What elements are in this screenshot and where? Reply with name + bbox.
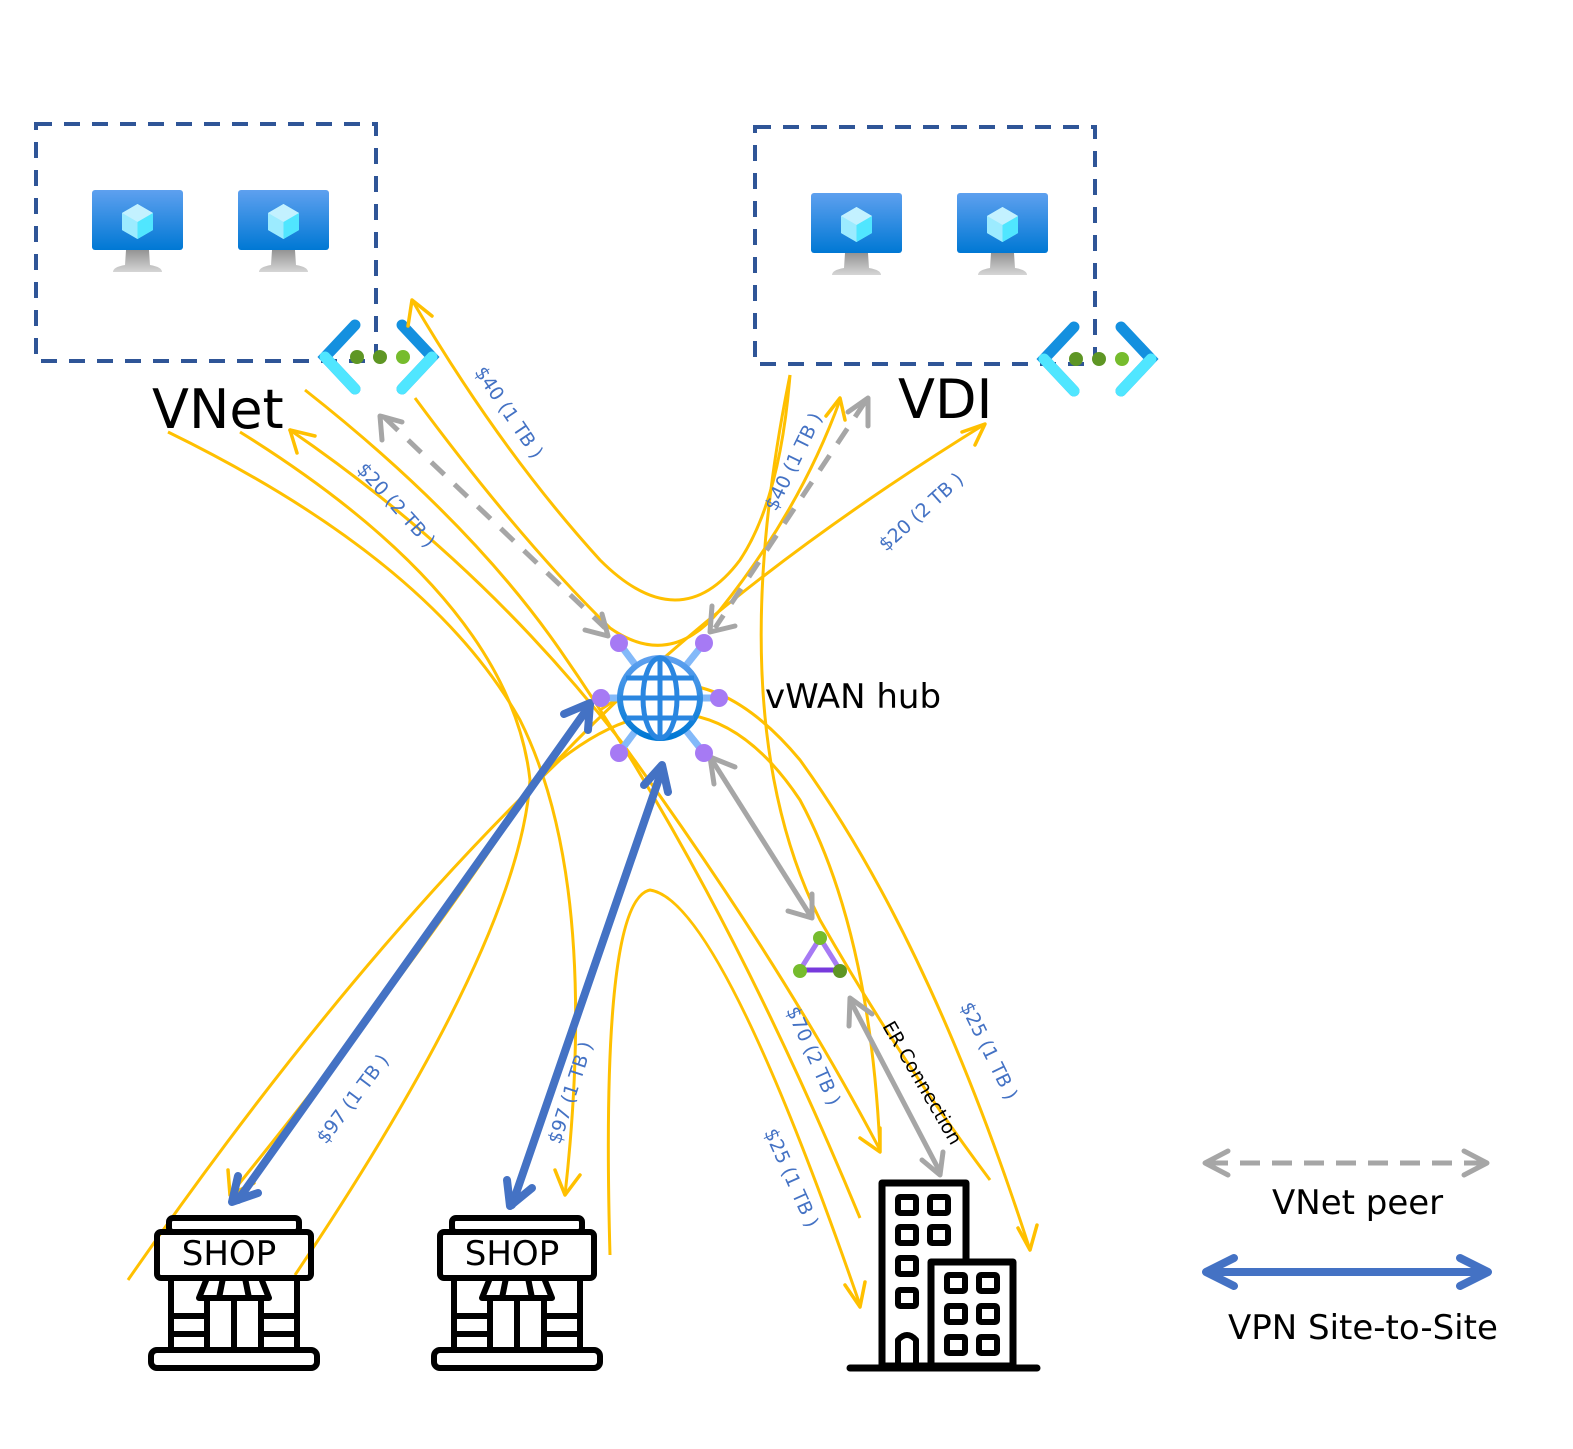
vwan-hub[interactable]: vWAN hub bbox=[592, 634, 941, 762]
peer-vdi-hub bbox=[712, 400, 868, 630]
globe-icon bbox=[617, 655, 703, 741]
arrowhead bbox=[1202, 1254, 1238, 1290]
datacenter-building-icon[interactable] bbox=[846, 1179, 1041, 1372]
arrowhead bbox=[846, 995, 875, 1029]
arrowhead bbox=[288, 428, 317, 438]
arrowhead bbox=[845, 395, 871, 429]
arrowhead bbox=[1456, 1254, 1492, 1290]
vnet-label: VNet bbox=[152, 378, 284, 441]
cost-label: $20 (2 TB ) bbox=[875, 468, 968, 555]
vpn-connections bbox=[228, 699, 672, 1210]
er-connection-link[interactable] bbox=[847, 998, 943, 1174]
arrowhead bbox=[707, 603, 738, 635]
flow-vnet-dc bbox=[304, 388, 862, 1219]
hub-er-gateway-link bbox=[709, 758, 813, 917]
arrowhead bbox=[377, 413, 405, 443]
shop1-sign: SHOP bbox=[182, 1234, 276, 1274]
cost-label: $20 (2 TB ) bbox=[352, 459, 439, 552]
vpn-shop2-hub[interactable] bbox=[508, 766, 666, 1209]
vnet-peer-connections bbox=[377, 395, 946, 1178]
arrowhead bbox=[640, 761, 672, 796]
vm-icon[interactable] bbox=[238, 190, 329, 272]
cost-label: $97 (1 TB ) bbox=[312, 1050, 393, 1148]
flow-vnet-vdi-top bbox=[410, 299, 792, 602]
legend-item-vpn: VPN Site-to-Site bbox=[1202, 1254, 1498, 1348]
legend-label: VNet peer bbox=[1272, 1183, 1443, 1223]
flow-vdi-dc bbox=[759, 374, 992, 1181]
arrowhead bbox=[228, 1172, 262, 1206]
arrowhead bbox=[582, 611, 611, 639]
arrowhead bbox=[785, 891, 815, 921]
arrowhead bbox=[960, 422, 987, 447]
vdi-boundary bbox=[753, 125, 1097, 366]
vdi-peering-icon bbox=[1044, 327, 1151, 391]
vdi-group: VDI bbox=[753, 125, 1151, 431]
traffic-flows bbox=[126, 298, 1039, 1309]
vnet-peering-icon bbox=[325, 325, 432, 389]
flow-vnet-vdi-2 bbox=[413, 397, 842, 647]
flow-vdi-shop1 bbox=[228, 422, 986, 1196]
arrowhead bbox=[560, 699, 594, 734]
cost-label: $70 (2 TB ) bbox=[781, 1003, 844, 1109]
cost-label: $25 (1 TB ) bbox=[956, 999, 1022, 1104]
expressroute-gateway-icon[interactable] bbox=[793, 931, 847, 978]
flow-vnet-shop1 bbox=[239, 430, 532, 1276]
vwan-hub-label: vWAN hub bbox=[765, 677, 941, 717]
vm-icon[interactable] bbox=[957, 193, 1048, 275]
legend: VNet peer VPN Site-to-Site bbox=[1202, 1148, 1498, 1348]
arrowhead bbox=[858, 1126, 882, 1154]
vm-icon[interactable] bbox=[92, 190, 183, 272]
arrowhead bbox=[919, 1149, 946, 1178]
flow-shop2-dc bbox=[606, 888, 862, 1306]
arrowhead bbox=[843, 1280, 867, 1309]
arrowhead bbox=[1202, 1148, 1231, 1178]
cost-labels: $40 (1 TB ) $20 (2 TB ) $40 (1 TB ) $20 … bbox=[312, 362, 1021, 1230]
arrowhead bbox=[824, 396, 847, 422]
vnet-group: VNet bbox=[34, 122, 432, 441]
arrowhead bbox=[1016, 1223, 1039, 1252]
vpn-shop1-hub[interactable] bbox=[234, 701, 594, 1204]
vnet-boundary bbox=[34, 122, 378, 363]
arrowhead bbox=[503, 1176, 536, 1210]
vdi-label: VDI bbox=[898, 368, 992, 431]
legend-label: VPN Site-to-Site bbox=[1228, 1308, 1498, 1348]
shop2-sign: SHOP bbox=[465, 1234, 559, 1274]
arrowhead bbox=[553, 1168, 582, 1197]
legend-item-vnet-peer: VNet peer bbox=[1202, 1148, 1490, 1223]
arrowhead bbox=[288, 428, 299, 455]
arrowhead bbox=[406, 298, 434, 328]
arrowhead bbox=[1461, 1148, 1490, 1178]
vm-icon[interactable] bbox=[811, 193, 902, 275]
